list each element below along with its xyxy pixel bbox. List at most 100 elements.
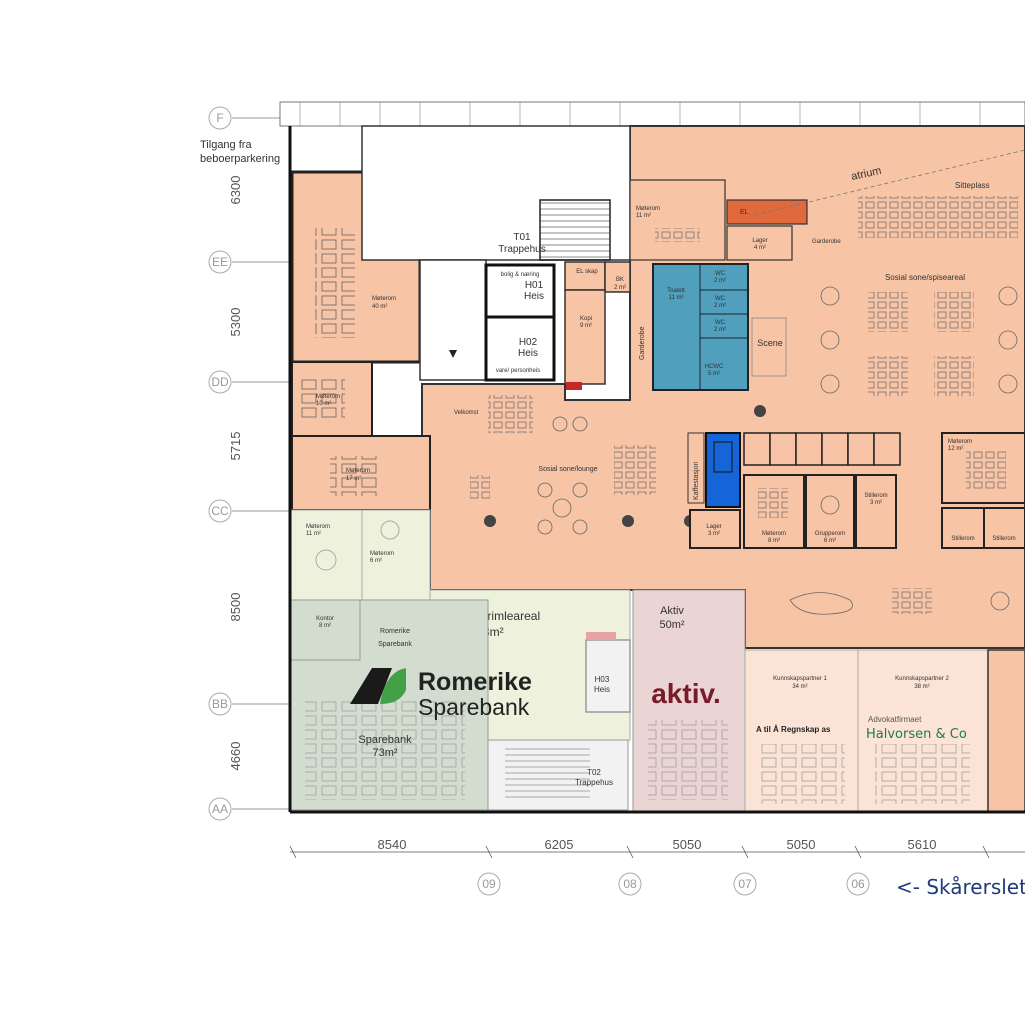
room-label: 2 m² <box>714 327 726 333</box>
room-label: 3 m² <box>708 531 720 537</box>
room-label: Sosial sone/lounge <box>538 466 597 473</box>
room-label: T01 <box>513 232 531 243</box>
grid-row-ee: EE <box>208 250 232 274</box>
room-label: F <box>216 111 223 125</box>
meeting-room-12 <box>941 432 1025 504</box>
room-label: Møterom <box>370 551 394 557</box>
room-label: 2 m² <box>614 285 626 291</box>
col-dim-4: 5050 <box>787 837 816 852</box>
room-label: Kunnskapspartner 1 <box>773 676 827 682</box>
lift-h03 <box>585 639 631 713</box>
col-dim-3: 5050 <box>673 837 702 852</box>
room-label: vare/ personheis <box>496 368 540 374</box>
room-label: Grupperom <box>815 531 845 537</box>
room-label: AA <box>212 802 228 816</box>
grid-row-bb: BB <box>208 692 232 716</box>
row-dim-3: 5715 <box>228 432 243 461</box>
room-label: BB <box>212 697 228 711</box>
room-label: 3 m² <box>870 500 882 506</box>
street-label: <- Skårersletta <box>896 875 1025 899</box>
grid-row-aa: AA <box>208 797 232 821</box>
room-label: HCWC <box>705 364 724 370</box>
room-label: Kopi <box>580 316 592 322</box>
room-label: 9 m² <box>580 323 592 329</box>
room-label: 34 m² <box>792 684 807 690</box>
grid-col-09: 09 <box>477 872 501 896</box>
round-tables-right <box>820 286 1018 394</box>
room-label: EL skap <box>576 269 598 275</box>
room-label: Sparebank <box>378 641 412 648</box>
room-label: WC <box>715 296 726 302</box>
room-label: 2 m² <box>714 278 726 284</box>
room-label: H01 <box>525 280 544 291</box>
grid-col-07: 07 <box>733 872 757 896</box>
room-label: Garderobe <box>639 326 646 360</box>
romerike-sparebank-logo: Romerike Sparebank <box>350 668 532 720</box>
room-label: 2 m² <box>714 303 726 309</box>
room-label: Sparebank <box>418 694 530 720</box>
col-dim-5: 5610 <box>908 837 937 852</box>
room-label: 11 m² <box>636 213 651 219</box>
grid-row-cc: CC <box>208 499 232 523</box>
stair-t01 <box>539 199 611 261</box>
row-dimensions: 6300 5300 5715 8500 4660 <box>228 176 243 771</box>
room-label: Møterom <box>316 394 340 400</box>
room-label: CC <box>211 504 229 518</box>
grid-row-f: F <box>208 106 232 130</box>
room-label: WC <box>715 271 726 277</box>
room-label: 73m² <box>372 747 397 759</box>
room-label: 06 <box>851 877 865 891</box>
room-label: 40 m² <box>372 304 387 310</box>
room-label: 09 <box>482 877 496 891</box>
room-label: Lager <box>752 238 767 244</box>
room-label: Møterom <box>948 439 972 445</box>
room-label: Aktiv <box>660 605 684 617</box>
meeting-rooms-lower <box>289 509 431 601</box>
room-label: Vrimleareal <box>480 609 540 623</box>
room-label: Kunnskapspartner 2 <box>895 676 949 682</box>
room-label: 11 m² <box>306 531 321 537</box>
el-room <box>726 199 808 225</box>
room-label: Lager <box>706 524 721 530</box>
grid-row-dd: DD <box>208 370 232 394</box>
room-label: DD <box>211 375 229 389</box>
room-label: Romerike <box>380 628 410 635</box>
room-label: Møterom <box>306 524 330 530</box>
row-dim-5: 4660 <box>228 742 243 771</box>
room-label: Stillerom <box>951 536 974 542</box>
room-label: bolig & næring <box>501 272 540 278</box>
room-label: 6 m² <box>824 538 836 544</box>
room-label: 38 m² <box>914 684 929 690</box>
room-label: Garderobe <box>812 239 841 245</box>
room-label: H02 <box>519 337 538 348</box>
storage-3 <box>689 509 741 549</box>
room-label: 12 m² <box>948 446 963 452</box>
room-label: 4 m² <box>754 245 766 251</box>
room-label: 07 <box>738 877 752 891</box>
room-label: Møterom <box>636 206 660 212</box>
room-label: Møterom <box>346 468 370 474</box>
room-label: 17 m² <box>346 476 361 482</box>
entry-label-a: Tilgang fra <box>200 139 252 151</box>
lift-h01 <box>484 263 556 319</box>
col-dim-2: 6205 <box>545 837 574 852</box>
room-label: Scene <box>757 338 783 348</box>
room-label: Trappehus <box>575 778 613 787</box>
grid-col-markers: 09 08 07 06 <box>477 872 870 896</box>
room-label: 08 <box>623 877 637 891</box>
atrium-line <box>754 149 1025 216</box>
room-label: BK <box>616 277 624 283</box>
copy-room <box>564 289 606 385</box>
kaffe-counter <box>705 432 741 508</box>
room-label: Toalett <box>667 288 685 294</box>
booths-row <box>743 432 901 466</box>
room-label: 5 m² <box>708 371 720 377</box>
grid-col-06: 06 <box>846 872 870 896</box>
room-label: Heis <box>524 291 544 302</box>
room-label: Kaffestasjon <box>693 461 700 500</box>
room-label: Trappehus <box>498 244 545 255</box>
storage-4 <box>726 225 793 261</box>
room-label: 11 m² <box>669 295 684 301</box>
room-label: Møterom <box>372 296 396 302</box>
